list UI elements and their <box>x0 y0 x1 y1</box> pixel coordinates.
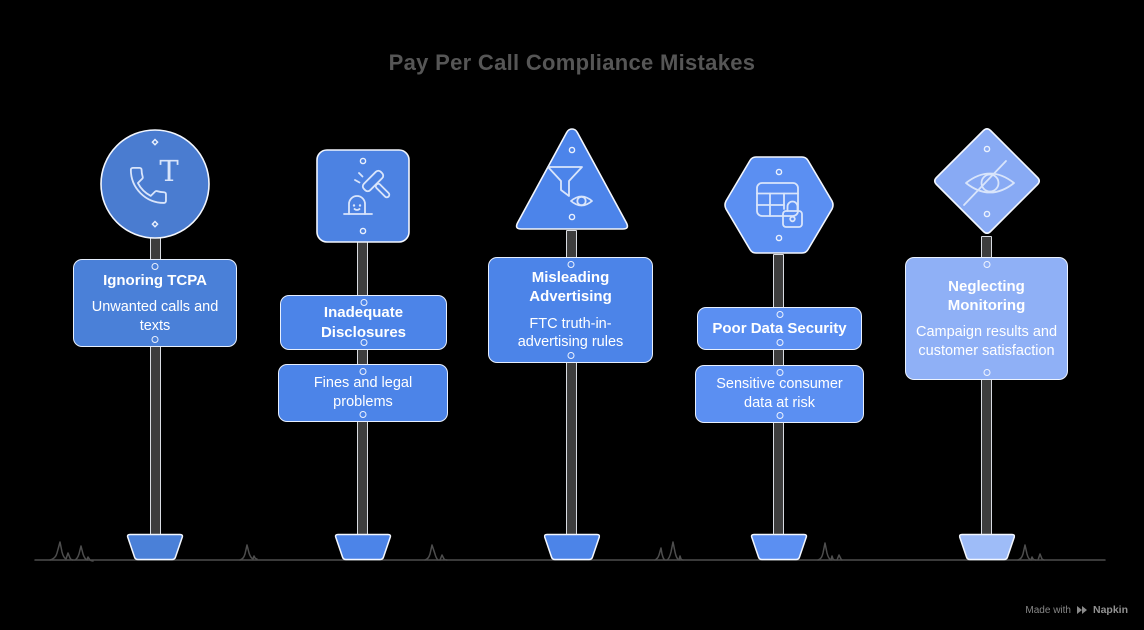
board-description: FTC truth-in-advertising rules <box>517 315 624 351</box>
grass-tuft <box>654 541 684 561</box>
screw-icon <box>776 412 783 419</box>
sign-board: Neglecting Monitoring Campaign results a… <box>905 257 1068 380</box>
screw-icon <box>360 299 367 306</box>
board-title: Misleading Advertising <box>529 269 612 306</box>
sign-board: Fines and legal problems <box>278 364 448 422</box>
screw-icon <box>568 146 576 154</box>
made-with-label: Made with <box>1025 604 1071 616</box>
sign-base <box>334 533 392 561</box>
board-title: Ignoring TCPA <box>103 271 207 289</box>
letter-T-glyph: T <box>159 154 179 188</box>
screw-icon <box>567 352 574 359</box>
screw-icon <box>776 339 783 346</box>
board-description: Fines and legal problems <box>313 375 413 410</box>
page-title: Pay Per Call Compliance Mistakes <box>388 50 756 75</box>
screw-icon <box>359 368 367 375</box>
napkin-logo-icon <box>1076 606 1087 614</box>
funnel-eye-icon <box>547 166 593 207</box>
grass-tuft <box>817 542 843 561</box>
board-title: Neglecting Monitoring <box>947 277 1026 314</box>
screw-icon <box>567 261 574 268</box>
phone-call-icon: T <box>131 154 179 203</box>
screw-icon <box>151 263 159 270</box>
board-description: Unwanted calls and texts <box>91 299 219 334</box>
screw-icon <box>360 339 367 346</box>
screw-icon <box>775 168 783 176</box>
sign-board: Inadequate Disclosures <box>280 295 447 350</box>
screw-icon <box>983 261 990 268</box>
sign-shape-triangle <box>515 128 629 230</box>
sign-shape-square <box>316 149 410 243</box>
data-table-lock-icon <box>756 182 803 228</box>
screw-icon <box>151 138 159 146</box>
gavel-penalty-icon <box>343 169 391 215</box>
napkin-brand-label: Napkin <box>1092 604 1128 616</box>
sign-board: Poor Data Security <box>697 307 862 350</box>
screw-icon <box>359 411 367 418</box>
board-title: Inadequate Disclosures <box>320 304 407 341</box>
screw-icon <box>983 369 990 376</box>
sign-board: Sensitive consumer data at risk <box>695 365 864 423</box>
screw-icon <box>359 227 367 235</box>
grass-tuft <box>424 544 448 561</box>
sign-base <box>958 533 1016 561</box>
made-with-napkin-credit: Made with Napkin <box>1025 604 1128 616</box>
screw-icon <box>568 213 576 221</box>
grass-tuft <box>239 544 258 561</box>
sign-board: Ignoring TCPA Unwanted calls and texts <box>73 259 237 347</box>
screw-icon <box>776 369 783 376</box>
screw-icon <box>983 145 991 153</box>
grass-tuft <box>49 541 94 562</box>
sign-base <box>543 533 601 561</box>
sign-base <box>750 533 808 561</box>
board-title: Poor Data Security <box>712 319 847 337</box>
board-description: Sensitive consumer data at risk <box>716 376 843 411</box>
screw-icon <box>359 157 367 165</box>
sign-shape-hexagon <box>724 156 834 254</box>
grass-tuft <box>1017 544 1045 561</box>
screw-icon <box>151 220 159 228</box>
board-description: Campaign results and customer satisfacti… <box>915 324 1058 359</box>
sign-base <box>126 533 184 561</box>
sign-shape-circle: T <box>100 129 210 239</box>
screw-icon <box>776 311 783 318</box>
sign-board: Misleading Advertising FTC truth-in-adve… <box>488 257 653 363</box>
screw-icon <box>151 336 159 343</box>
screw-icon <box>775 234 783 242</box>
eye-off-icon <box>963 160 1015 206</box>
screw-icon <box>983 210 991 218</box>
sign-shape-diamond <box>933 127 1041 235</box>
